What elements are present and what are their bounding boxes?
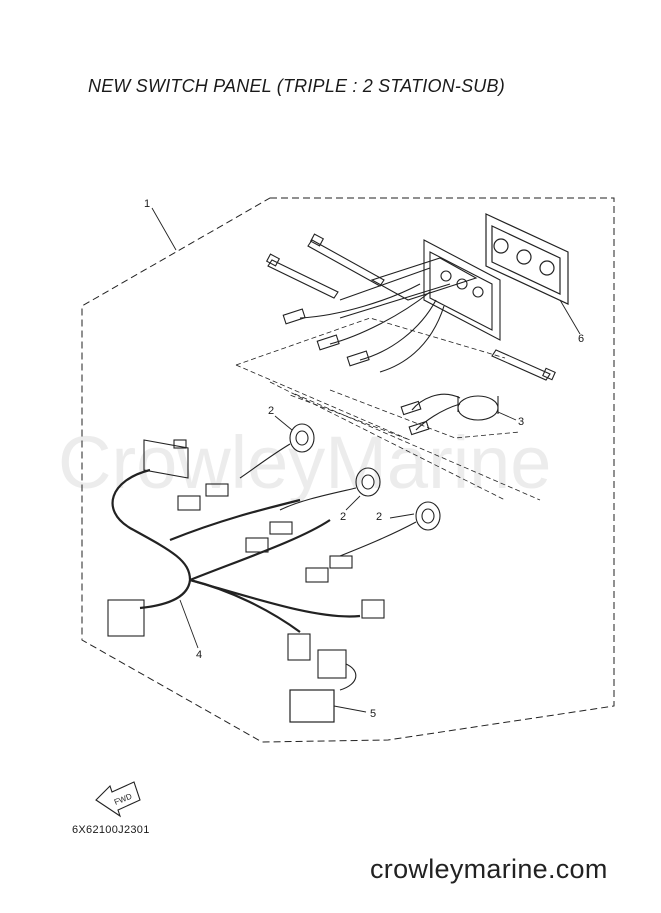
- cable-ties: [265, 233, 556, 381]
- callout-2-lower: 2: [376, 511, 382, 523]
- callout-5: 5: [370, 708, 376, 720]
- diagram-code: 6X62100J2301: [72, 824, 150, 836]
- diagram-title: NEW SWITCH PANEL (TRIPLE : 2 STATION-SUB…: [88, 76, 505, 96]
- leader-lines: [151, 207, 581, 713]
- switch-panel-cover: [485, 213, 569, 305]
- callout-2-upper: 2: [268, 405, 274, 417]
- site-name: crowleymarine.com: [370, 854, 608, 884]
- watermark: CrowleyMarine: [58, 421, 551, 504]
- callout-3: 3: [518, 416, 524, 428]
- fwd-arrow-icon: FWD: [95, 781, 141, 818]
- switch-leads: [282, 283, 445, 373]
- callout-1: 1: [144, 198, 150, 210]
- connectors: [107, 439, 385, 691]
- relay-box: [289, 689, 335, 723]
- buzzer: [400, 393, 499, 436]
- callout-4: 4: [196, 649, 202, 661]
- sub-switches: [239, 423, 441, 557]
- callout-6: 6: [578, 333, 584, 345]
- guide-lines: [235, 317, 541, 501]
- callout-2-middle: 2: [340, 511, 346, 523]
- switch-body: [339, 239, 501, 341]
